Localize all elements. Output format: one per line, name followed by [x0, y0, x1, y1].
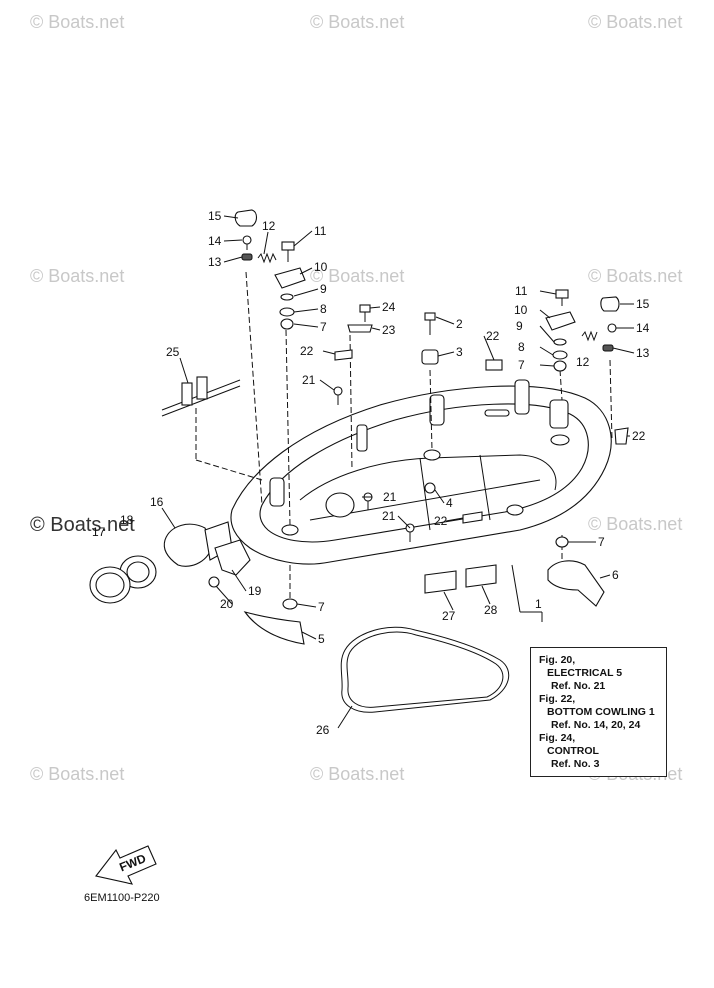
- reference-entry: Fig. 20, ELECTRICAL 5 Ref. No. 21: [539, 654, 658, 693]
- ref-title: CONTROL: [547, 745, 599, 757]
- part-label: 10: [314, 260, 328, 274]
- part-label: 15: [636, 297, 650, 311]
- ref-fig: Fig. 22,: [539, 693, 576, 705]
- part-label: 13: [208, 255, 222, 269]
- part-label: 16: [150, 495, 164, 509]
- part-label: 5: [318, 632, 325, 646]
- diagram-code: 6EM1100-P220: [84, 892, 160, 904]
- part-label: 14: [208, 234, 222, 248]
- part-label: 11: [314, 224, 327, 238]
- part-label: 4: [446, 496, 453, 510]
- part-label: 9: [320, 282, 327, 296]
- ref-number: Ref. No. 14, 20, 24: [551, 719, 641, 731]
- reference-entry: Fig. 22, BOTTOM COWLING 1 Ref. No. 14, 2…: [539, 693, 658, 732]
- part-label: 7: [518, 358, 525, 372]
- part-label: 22: [486, 329, 500, 343]
- part-label: 12: [262, 219, 276, 233]
- watermark: © Boats.net: [588, 12, 683, 32]
- watermark: © Boats.net: [30, 514, 135, 536]
- part-label: 3: [456, 345, 463, 359]
- leader-lines: [195, 271, 613, 598]
- part-label: 8: [518, 340, 525, 354]
- part-label: 10: [514, 303, 528, 317]
- part-label: 6: [612, 568, 619, 582]
- part-label: 8: [320, 302, 327, 316]
- part-label: 1: [535, 597, 542, 611]
- part-label: 18: [120, 513, 134, 527]
- part-label: 9: [516, 319, 523, 333]
- part-label: 17: [92, 525, 106, 539]
- part-label: 13: [636, 346, 650, 360]
- watermark: © Boats.net: [30, 764, 125, 784]
- part-label: 20: [220, 597, 234, 611]
- part-label: 25: [166, 345, 180, 359]
- part-number-labels: 15 14 13 12 11 10 9 8 7 24 23 22 21 25 2…: [92, 209, 650, 737]
- part-label: 15: [208, 209, 222, 223]
- part-label: 22: [632, 429, 646, 443]
- part-label: 19: [248, 584, 262, 598]
- part-label: 24: [382, 300, 396, 314]
- ref-fig: Fig. 24,: [539, 732, 576, 744]
- watermark: © Boats.net: [588, 514, 683, 534]
- fwd-arrow-icon: FWD: [95, 845, 157, 885]
- part-label: 7: [598, 535, 605, 549]
- part-label: 23: [382, 323, 396, 337]
- part-label: 2: [456, 317, 463, 331]
- part-label: 7: [320, 320, 327, 334]
- part-label: 26: [316, 723, 330, 737]
- watermark: © Boats.net: [30, 266, 125, 286]
- ref-fig: Fig. 20,: [539, 654, 576, 666]
- part-label: 12: [576, 355, 590, 369]
- part-label: 27: [442, 609, 456, 623]
- part-label: 21: [382, 509, 396, 523]
- hardware-parts: [89, 209, 629, 713]
- part-label: 22: [434, 514, 448, 528]
- part-label: 14: [636, 321, 650, 335]
- part-label: 21: [383, 490, 397, 504]
- ref-number: Ref. No. 3: [551, 758, 600, 770]
- watermark: © Boats.net: [310, 764, 405, 784]
- part-label: 22: [300, 344, 314, 358]
- reference-box: Fig. 20, ELECTRICAL 5 Ref. No. 21 Fig. 2…: [530, 647, 667, 777]
- ref-title: ELECTRICAL 5: [547, 667, 623, 679]
- watermark: © Boats.net: [30, 12, 125, 32]
- ref-number: Ref. No. 21: [551, 680, 606, 692]
- part-label: 11: [515, 284, 528, 298]
- part-label: 21: [302, 373, 316, 387]
- reference-entry: Fig. 24, CONTROL Ref. No. 3: [539, 732, 658, 771]
- ref-title: BOTTOM COWLING 1: [547, 706, 655, 718]
- bottom-cowling-drawing: [230, 379, 612, 565]
- part-label: 28: [484, 603, 498, 617]
- part-label: 7: [318, 600, 325, 614]
- watermark: © Boats.net: [310, 12, 405, 32]
- watermark: © Boats.net: [310, 266, 405, 286]
- watermark: © Boats.net: [588, 266, 683, 286]
